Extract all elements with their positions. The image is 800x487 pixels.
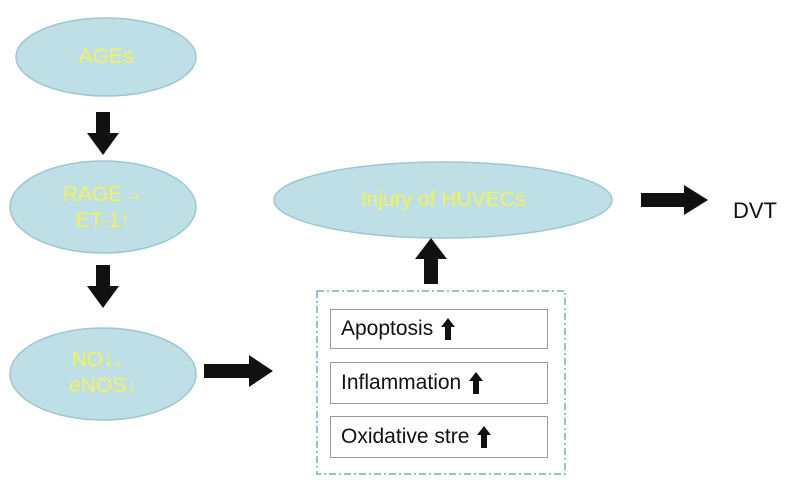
no-enos-label: NO↓、 eNOS↓ [10,345,196,401]
arrow-effects-to-injury [415,238,447,284]
arrow-rage-to-no [87,265,119,308]
up-arrow-icon [477,426,492,448]
effect-label: Oxidative stre [341,425,470,448]
rage-line2: ET-1↑ [75,209,131,232]
up-arrow-icon [441,318,456,340]
ages-text: AGEs [78,45,134,68]
effect-oxidative-stress: Oxidative stre [330,416,548,458]
no-line2: eNOS↓ [69,374,137,397]
injury-text: Injury of HUVECs [360,188,526,211]
rage-line1: RAGE→ [62,183,144,206]
arrow-ages-to-rage [87,112,119,155]
arrow-no-to-effects [204,355,273,387]
injury-node [273,161,613,239]
effect-label: Inflammation [341,371,462,394]
no-line1: NO↓、 [71,348,135,371]
effect-apoptosis: Apoptosis [330,309,548,349]
injury-label: Injury of HUVECs [274,185,612,215]
effects-container [316,290,566,475]
effect-label: Apoptosis [341,317,434,340]
no-enos-node [9,327,197,421]
ages-label: AGEs [16,42,196,72]
rage-node [9,160,197,254]
ages-node [15,17,197,97]
dvt-label: DVT [733,198,777,223]
arrow-injury-to-dvt [641,185,708,215]
rage-label: RAGE→ ET-1↑ [10,180,196,236]
effect-inflammation: Inflammation [330,362,548,404]
up-arrow-icon [469,372,484,394]
